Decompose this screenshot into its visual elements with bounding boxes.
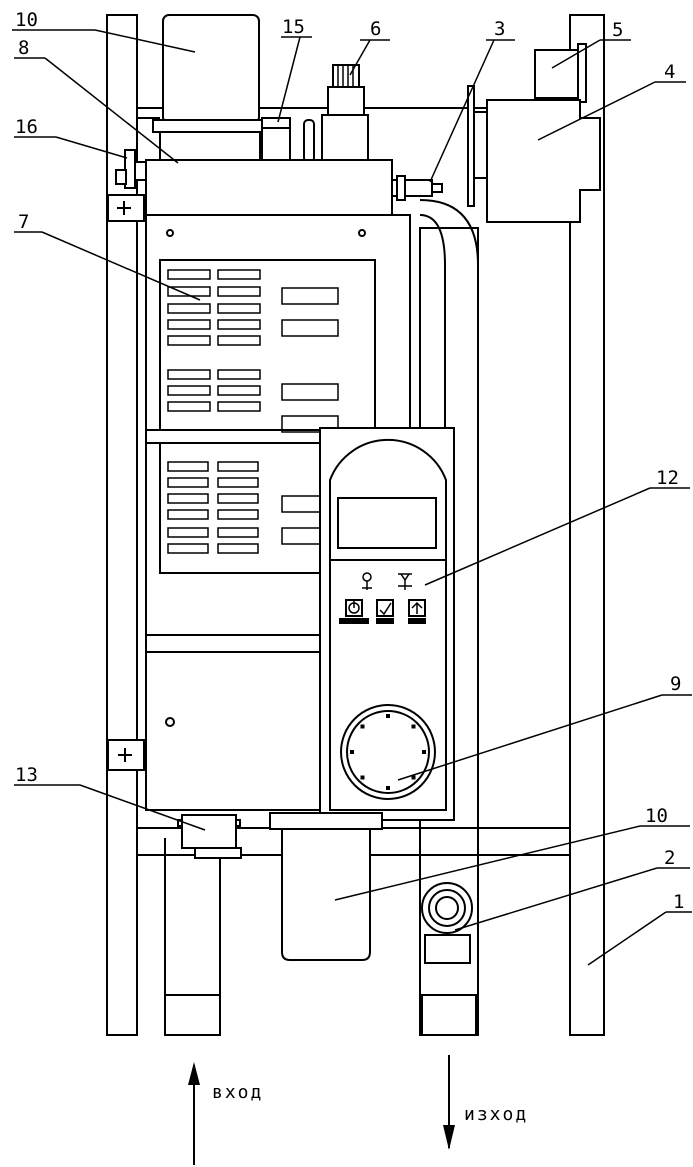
- vent-slot: [217, 335, 261, 346]
- label-7: 7: [18, 211, 29, 233]
- knob-tick: [350, 750, 354, 754]
- label-2: 2: [664, 847, 675, 869]
- vent-slot: [217, 269, 261, 280]
- valve-6: [321, 64, 369, 163]
- inlet-arrow: [188, 1062, 200, 1165]
- outlet-label: изход: [464, 1104, 528, 1125]
- vent-slot: [281, 415, 339, 433]
- vent-slot: [217, 543, 259, 554]
- knob-tick: [360, 775, 365, 780]
- vent-slot: [167, 509, 209, 520]
- label-3: 3: [494, 18, 505, 40]
- label-1: 1: [673, 891, 684, 913]
- vent-slot: [281, 287, 339, 305]
- vent-slot: [167, 527, 209, 538]
- vent-slot: [217, 509, 259, 520]
- top-cylinder: [152, 14, 266, 163]
- knob-tick: [422, 750, 426, 754]
- label-10-top: 10: [15, 9, 38, 31]
- vent-slot: [281, 319, 339, 337]
- vent-slot: [167, 335, 211, 346]
- vent-slot: [217, 385, 261, 396]
- vent-slot: [167, 401, 211, 412]
- control-panel-12: [319, 427, 455, 821]
- heat-exchanger-8: [145, 159, 443, 216]
- inlet-label: вход: [212, 1082, 263, 1103]
- vent-slot: [167, 461, 209, 472]
- label-13: 13: [15, 764, 38, 786]
- vent-slot: [217, 319, 261, 330]
- vent-slot: [167, 477, 209, 488]
- vent-slot: [167, 319, 211, 330]
- label-5: 5: [612, 19, 623, 41]
- label-16: 16: [15, 116, 38, 138]
- label-6: 6: [370, 18, 381, 40]
- part-labels: 10 15 6 3 5 8 4 16 7 12 9 13 10 2 1: [15, 9, 684, 913]
- label-9: 9: [670, 673, 681, 695]
- fitting-13: [177, 814, 242, 859]
- pump-2: [421, 882, 473, 964]
- vent-slot: [217, 477, 259, 488]
- pipe-connection: [419, 199, 479, 430]
- vent-slots: [167, 269, 339, 554]
- vent-slot: [217, 493, 259, 504]
- vent-slot: [217, 527, 259, 538]
- vent-slot: [167, 385, 211, 396]
- label-4: 4: [664, 61, 675, 83]
- vent-slot: [217, 401, 261, 412]
- vent-slot: [217, 369, 261, 380]
- knob-tick: [386, 714, 390, 718]
- knob-ticks: [350, 714, 426, 790]
- mount-plate: [107, 739, 145, 771]
- knob-tick: [411, 775, 416, 780]
- vent-slot: [167, 303, 211, 314]
- outlet-arrow: [443, 1055, 455, 1150]
- label-8: 8: [18, 37, 29, 59]
- knob-tick: [386, 786, 390, 790]
- vent-slot: [217, 303, 261, 314]
- knob-tick: [411, 724, 416, 729]
- bottom-cylinder: [269, 812, 383, 961]
- vent-slot: [167, 493, 209, 504]
- vent-slot: [217, 461, 259, 472]
- knob-tick: [360, 724, 365, 729]
- vessel-4: [467, 43, 601, 223]
- vent-slot: [217, 286, 261, 297]
- label-12: 12: [656, 467, 679, 489]
- label-10-bottom: 10: [645, 805, 668, 827]
- label-15: 15: [282, 16, 305, 38]
- vent-slot: [167, 269, 211, 280]
- vent-slot: [281, 383, 339, 401]
- leader-lines: [12, 29, 692, 966]
- vent-slot: [167, 543, 209, 554]
- vent-slot: [167, 369, 211, 380]
- fitting-15: [261, 117, 315, 163]
- bracket-16: [107, 149, 147, 222]
